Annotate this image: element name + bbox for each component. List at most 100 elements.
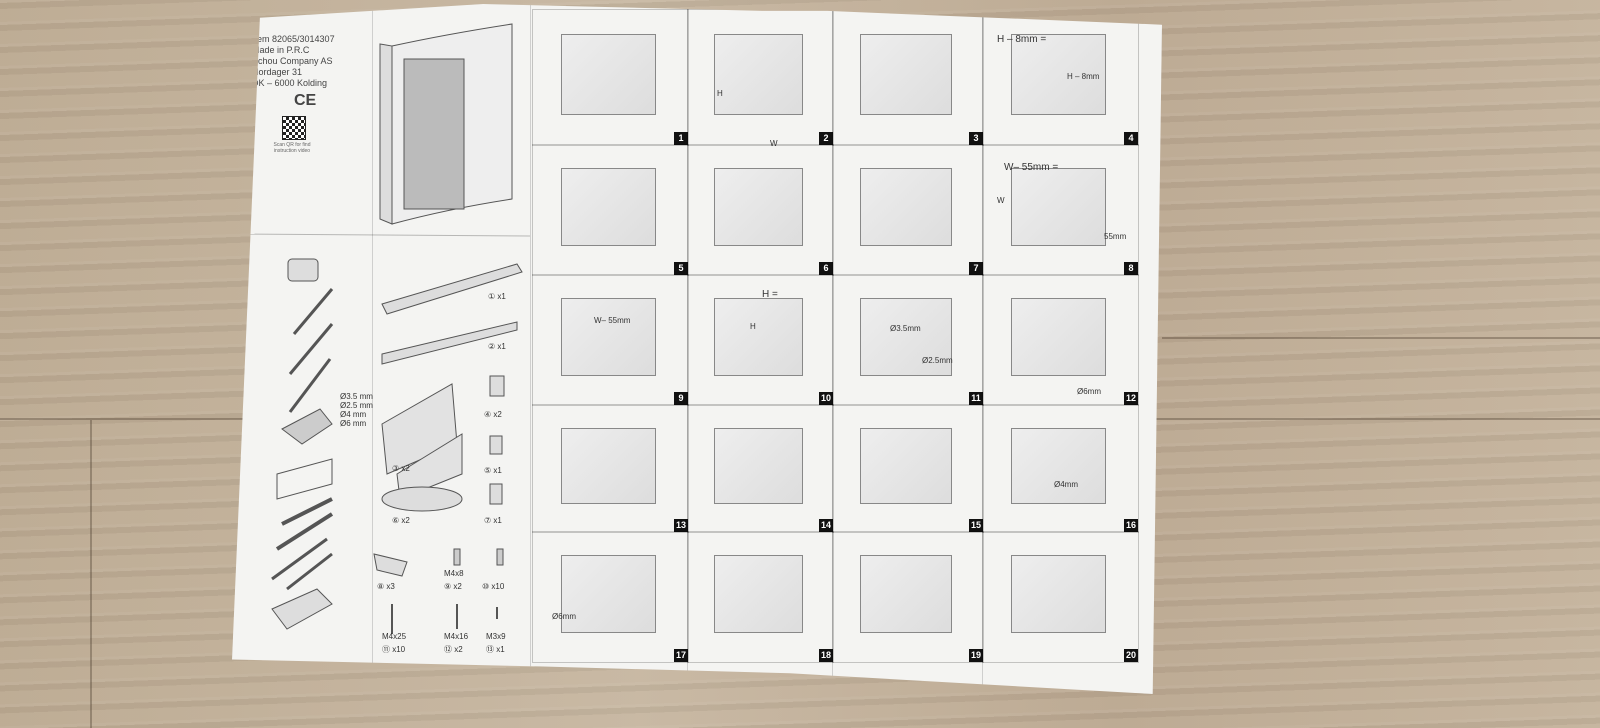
step-illustration <box>860 555 952 633</box>
step-label: Ø6mm <box>1077 387 1101 396</box>
step-panel: 8 <box>982 144 1139 276</box>
step-label: W <box>997 196 1005 205</box>
part-label: ⑪ x10 <box>382 645 406 654</box>
step-illustration <box>714 427 804 504</box>
step-number: 2 <box>819 132 833 145</box>
step-illustration <box>1010 298 1106 376</box>
step-panel: 11 <box>832 274 984 406</box>
drill-size: Ø6 mm <box>340 419 367 428</box>
qr-caption: Scan QR for find instruction video <box>273 142 311 154</box>
step-illustration <box>1010 168 1106 246</box>
step-label: 55mm <box>1104 232 1127 241</box>
mitre-box-icon <box>271 588 333 630</box>
step-label: H <box>717 89 723 98</box>
step-number: 17 <box>674 649 688 662</box>
company-city: DK – 6000 Kolding <box>252 78 328 88</box>
step-illustration <box>1010 427 1106 504</box>
step-panel: 2 <box>687 9 834 146</box>
step-panel: 10 <box>687 274 834 406</box>
step-panel: 5 <box>532 144 689 276</box>
step-illustration <box>714 555 804 633</box>
step-number: 9 <box>674 392 688 405</box>
part-label: ④ x2 <box>484 410 502 419</box>
floor-seam <box>90 420 92 728</box>
step-number: 12 <box>1124 392 1138 405</box>
step-illustration <box>860 298 952 376</box>
step-label: H = <box>762 289 778 300</box>
step-panel: 16 <box>982 404 1139 533</box>
step-illustration <box>560 168 656 246</box>
step-number: 18 <box>819 649 833 662</box>
instruction-sheet: Item 82065/3014307 Made in P.R.C Schou C… <box>232 4 1162 694</box>
step-illustration <box>560 555 656 633</box>
step-illustration <box>714 168 804 246</box>
step-number: 13 <box>674 519 688 532</box>
part-label: ⑨ x2 <box>444 582 462 591</box>
step-panel: 4 <box>982 9 1139 146</box>
item-number: Item 82065/3014307 <box>252 34 335 44</box>
step-panel: 13 <box>532 404 689 533</box>
step-panel: 19 <box>832 531 984 663</box>
mesh-pane <box>403 58 465 210</box>
step-illustration <box>560 298 656 376</box>
step-number: 8 <box>1124 262 1138 275</box>
step-panel: 9 <box>532 274 689 406</box>
step-number: 16 <box>1124 519 1138 532</box>
step-panel: 14 <box>687 404 834 533</box>
step-label: H – 8mm = <box>997 34 1047 45</box>
fold-line <box>372 4 373 694</box>
fold-line <box>687 4 688 694</box>
step-panel: 7 <box>832 144 984 276</box>
step-number: 3 <box>969 132 983 145</box>
step-number: 20 <box>1124 649 1138 662</box>
step-number: 19 <box>969 649 983 662</box>
step-label: H – 8mm <box>1067 72 1100 81</box>
company-info: Item 82065/3014307 Made in P.R.C Schou C… <box>252 34 372 109</box>
part-label: ⑩ x10 <box>482 582 505 591</box>
part-label: ⑤ x1 <box>484 466 502 475</box>
step-panel: 12 <box>982 274 1139 406</box>
step-illustration <box>560 34 656 115</box>
step-number: 6 <box>819 262 833 275</box>
part-size: M4x25 <box>382 632 407 641</box>
step-illustration <box>560 427 656 504</box>
step-panel: 18 <box>687 531 834 663</box>
part-label: ⑬ x1 <box>486 645 505 654</box>
step-illustration <box>714 34 804 115</box>
step-number: 10 <box>819 392 833 405</box>
drill-icon <box>281 408 333 445</box>
step-panel: 3 <box>832 9 984 146</box>
part-size: M4x16 <box>444 632 469 641</box>
step-label: W <box>770 139 778 148</box>
drill-size: Ø3.5 mm <box>340 392 373 401</box>
step-panel: 1 <box>532 9 689 146</box>
step-number: 15 <box>969 519 983 532</box>
part-label: ⑥ x2 <box>392 516 410 525</box>
step-label: Ø4mm <box>1054 480 1078 489</box>
drill-size: Ø4 mm <box>340 410 367 419</box>
ce-mark: CE <box>294 92 317 109</box>
tape-measure-icon <box>287 258 319 282</box>
part-label: ⑧ x3 <box>377 582 395 591</box>
step-number: 14 <box>819 519 833 532</box>
drill-size: Ø2.5 mm <box>340 401 373 410</box>
step-illustration <box>860 168 952 246</box>
instruction-drawings <box>232 23 531 634</box>
step-label: H <box>750 322 756 331</box>
step-number: 11 <box>969 392 983 405</box>
part-size: M4x8 <box>444 569 464 578</box>
step-panel: 6 <box>687 144 834 276</box>
step-panel: 15 <box>832 404 984 533</box>
step-panel: 20 <box>982 531 1139 663</box>
part-label: ② x1 <box>488 342 506 351</box>
part-label: ⑫ x2 <box>444 645 463 654</box>
step-label: Ø6mm <box>552 612 576 621</box>
step-number: 7 <box>969 262 983 275</box>
floor-seam <box>1162 337 1600 339</box>
fold-line <box>832 4 833 694</box>
part-label: ⑦ x1 <box>484 516 502 525</box>
step-panel: 17 <box>532 531 689 663</box>
step-number: 1 <box>674 132 688 145</box>
qr-code[interactable] <box>282 116 306 140</box>
step-illustration <box>860 427 952 504</box>
